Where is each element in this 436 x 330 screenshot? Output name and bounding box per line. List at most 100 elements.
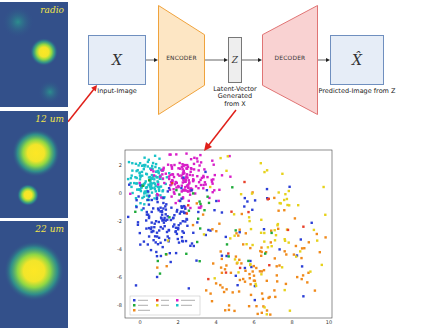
data-point	[233, 213, 235, 215]
data-point	[189, 174, 191, 176]
pointer-arrow	[68, 85, 97, 122]
data-point	[221, 286, 223, 288]
data-point	[238, 290, 240, 292]
data-point	[218, 223, 220, 225]
data-point	[195, 185, 197, 187]
data-point	[208, 202, 210, 204]
data-point	[196, 160, 198, 162]
data-point	[171, 180, 173, 182]
data-point	[176, 210, 178, 212]
data-point	[225, 255, 227, 257]
data-point	[296, 276, 298, 278]
data-point	[147, 190, 149, 192]
data-point	[158, 221, 160, 223]
data-point	[135, 284, 137, 286]
data-point	[145, 187, 147, 189]
data-point	[159, 194, 161, 196]
data-point	[211, 300, 213, 302]
data-point	[237, 271, 239, 273]
data-point	[156, 255, 158, 257]
data-point	[269, 296, 271, 298]
data-point	[158, 158, 160, 160]
data-point	[183, 172, 185, 174]
image-panel: 22 um	[0, 221, 68, 328]
data-point	[192, 179, 194, 181]
stage-label: DECODER	[262, 56, 318, 62]
data-point	[192, 224, 194, 226]
arrow-head	[154, 58, 158, 62]
data-point	[199, 260, 201, 262]
data-point	[193, 168, 195, 170]
data-point	[146, 186, 148, 188]
data-point	[158, 172, 160, 174]
data-point	[134, 211, 136, 213]
arrow-head	[91, 85, 97, 92]
data-point	[163, 222, 165, 224]
data-point	[270, 232, 272, 234]
data-point	[214, 174, 216, 176]
data-point	[187, 204, 189, 206]
data-point	[189, 245, 191, 247]
data-point	[171, 179, 173, 181]
data-point	[228, 309, 230, 311]
connector-line	[318, 60, 327, 61]
data-point	[171, 168, 173, 170]
data-point	[221, 258, 223, 260]
data-point	[147, 199, 149, 201]
data-point	[151, 211, 153, 213]
data-point	[153, 226, 155, 228]
data-point	[284, 240, 286, 242]
data-point	[303, 247, 305, 249]
connector-line	[68, 89, 94, 122]
data-point	[148, 235, 150, 237]
data-point	[165, 253, 167, 255]
data-point	[193, 245, 195, 247]
data-point	[288, 241, 290, 243]
data-point	[186, 177, 188, 179]
data-point	[148, 195, 150, 197]
data-point	[221, 272, 223, 274]
data-point	[260, 162, 262, 164]
data-point	[145, 191, 147, 193]
data-point	[165, 253, 167, 255]
data-point	[162, 169, 164, 171]
data-point	[221, 211, 223, 213]
data-point	[211, 228, 213, 230]
data-point	[260, 255, 262, 257]
data-point	[162, 197, 164, 199]
data-point	[160, 216, 162, 218]
flow-arrow	[242, 58, 262, 62]
data-point	[155, 190, 157, 192]
data-point	[167, 239, 169, 241]
data-point	[162, 207, 164, 209]
data-point	[254, 199, 256, 201]
data-point	[283, 209, 285, 211]
data-point	[178, 193, 180, 195]
data-point	[186, 185, 188, 187]
data-point	[295, 245, 297, 247]
data-point	[215, 200, 217, 202]
data-point	[228, 255, 230, 257]
data-point	[188, 181, 190, 183]
connector-line	[242, 60, 259, 61]
data-point	[189, 194, 191, 196]
symbol-text: Z	[232, 56, 238, 65]
data-point	[249, 283, 251, 285]
data-point	[139, 162, 141, 164]
data-point	[182, 165, 184, 167]
data-point	[147, 214, 149, 216]
data-point	[264, 252, 266, 254]
data-point	[261, 312, 263, 314]
data-point	[249, 247, 251, 249]
data-point	[175, 189, 177, 191]
data-point	[161, 173, 163, 175]
data-point	[165, 213, 167, 215]
tick-label: -2	[117, 219, 122, 224]
stage-label: ENCODER	[158, 56, 205, 62]
data-point	[181, 190, 183, 192]
data-point	[268, 264, 270, 266]
data-point	[226, 243, 228, 245]
data-point	[151, 199, 153, 201]
data-point	[254, 299, 256, 301]
data-point	[255, 305, 257, 307]
